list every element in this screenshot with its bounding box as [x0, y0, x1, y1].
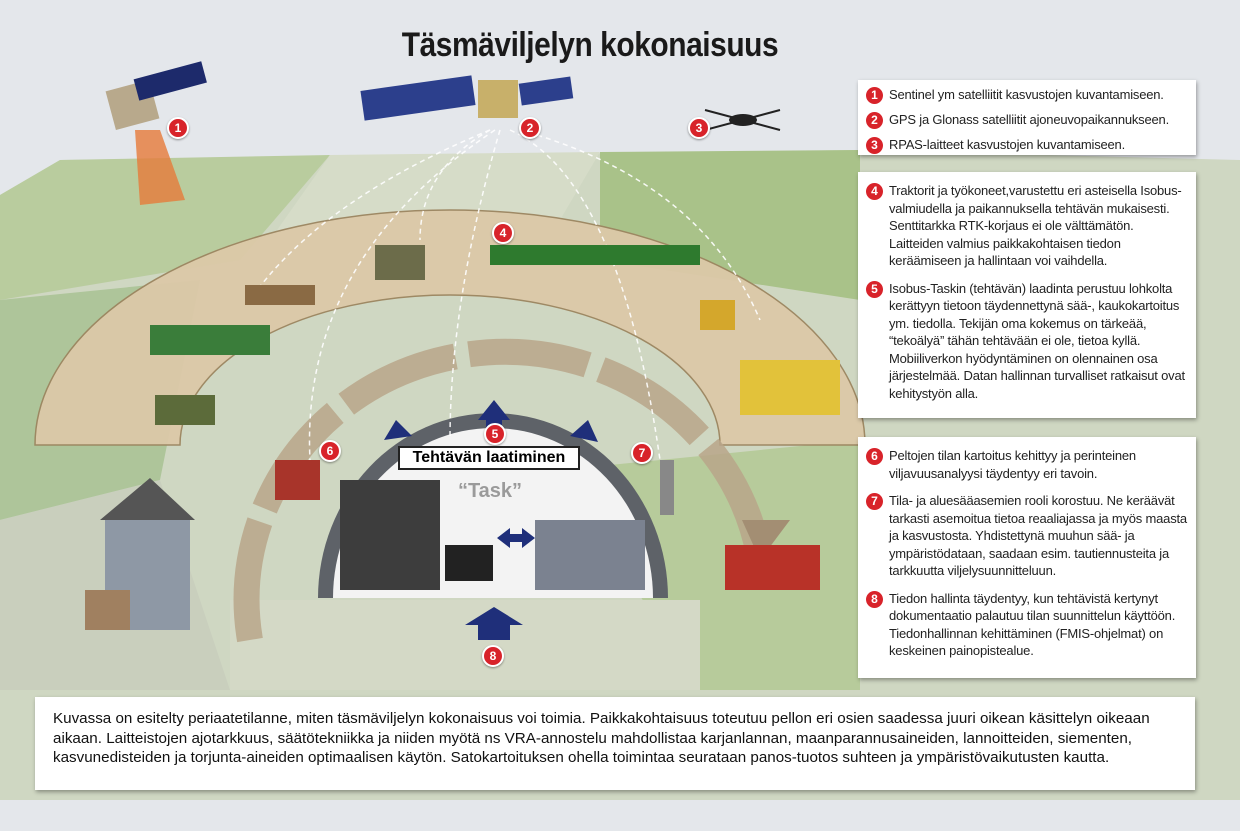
number-badge: 8: [866, 590, 883, 608]
field: [230, 600, 700, 690]
legend-text: Tila- ja aluesääasemien rooli korostuu. …: [889, 493, 1187, 578]
tractor-plough-image: [150, 325, 270, 355]
legend-text: Isobus-Taskin (tehtävän) laadinta perust…: [889, 280, 1185, 401]
marker-1: 1: [167, 117, 189, 139]
legend-item: 4 Traktorit ja työkoneet,varustettu eri a…: [866, 182, 1188, 270]
laptop-image: [445, 545, 493, 581]
arrows: [384, 400, 598, 640]
weather-station-image: [660, 460, 674, 515]
legend-item: 3 RPAS-laitteet kasvustojen kuvantamiseen…: [866, 136, 1188, 154]
sprayer-image: [490, 245, 700, 265]
terminal-image: [535, 520, 645, 590]
atv-image: [275, 460, 320, 500]
combine-image: [740, 360, 840, 415]
cycle-arrowhead: [742, 520, 790, 560]
legend-item: 6 Peltojen tilan kartoitus kehittyy ja pe…: [866, 447, 1188, 482]
arrow-up-icon: [570, 420, 598, 442]
legend-text: Sentinel ym satelliitit kasvustojen kuva…: [889, 87, 1164, 102]
marker-5: 5: [484, 423, 506, 445]
signal-lines: [249, 129, 761, 461]
legend-box-top: 1 Sentinel ym satelliitit kasvustojen kuv…: [858, 80, 1196, 155]
spreader-image: [700, 300, 735, 330]
number-badge: 3: [866, 137, 883, 154]
double-arrow-icon: [497, 528, 535, 548]
legend-item: 1 Sentinel ym satelliitit kasvustojen kuv…: [866, 86, 1188, 104]
sentinel-satellite-icon: [105, 61, 207, 205]
marker-2: 2: [519, 117, 541, 139]
machinery-arch: [34, 209, 866, 446]
arrow-up-icon: [465, 607, 523, 640]
legend-box-bottom: 6 Peltojen tilan kartoitus kehittyy ja pe…: [858, 437, 1196, 678]
arrow-up-icon: [384, 420, 412, 440]
legend-text: Peltojen tilan kartoitus kehittyy ja per…: [889, 448, 1136, 481]
task-text: “Task”: [457, 480, 523, 502]
legend-item: 7 Tila- ja aluesääasemien rooli korostuu.…: [866, 492, 1188, 580]
page-title: Täsmäviljelyn kokonaisuus: [401, 26, 779, 64]
gps-satellite-icon: [360, 75, 574, 121]
number-badge: 5: [866, 280, 883, 298]
legend-text: GPS ja Glonass satelliitit ajoneuvopaika…: [889, 112, 1169, 127]
tractor-trailer-image: [725, 545, 820, 590]
arrow-up-icon: [478, 400, 510, 432]
drone-icon: [704, 109, 781, 131]
seeder-image: [245, 285, 315, 305]
number-badge: 4: [866, 183, 883, 200]
task-label: Tehtävän laatiminen: [398, 446, 580, 470]
marker-7: 7: [631, 442, 653, 464]
field: [0, 155, 330, 300]
slurry-image: [155, 395, 215, 425]
farm-building-image: [85, 478, 195, 630]
legend-box-middle: 4 Traktorit ja työkoneet,varustettu eri a…: [858, 172, 1196, 418]
drill-image: [375, 245, 425, 280]
cycle-ring: [233, 338, 773, 643]
operator-image: [340, 480, 440, 590]
marker-3: 3: [688, 117, 710, 139]
legend-text: RPAS-laitteet kasvustojen kuvantamiseen.: [889, 137, 1125, 152]
number-badge: 6: [866, 448, 883, 465]
marker-4: 4: [492, 222, 514, 244]
legend-item: 2 GPS ja Glonass satelliitit ajoneuvopaik…: [866, 111, 1188, 129]
legend-text: Traktorit ja työkoneet,varustettu eri as…: [889, 183, 1182, 268]
caption: Kuvassa on esitelty periaatetilanne, mit…: [35, 697, 1195, 790]
legend-text: Tiedon hallinta täydentyy, kun tehtävist…: [889, 590, 1176, 659]
number-badge: 2: [866, 112, 883, 129]
legend-item: 5 Isobus-Taskin (tehtävän) laadinta perus…: [866, 280, 1188, 403]
legend-item: 8 Tiedon hallinta täydentyy, kun tehtävis…: [866, 590, 1188, 660]
marker-6: 6: [319, 440, 341, 462]
number-badge: 7: [866, 493, 883, 510]
number-badge: 1: [866, 87, 883, 104]
marker-8: 8: [482, 645, 504, 667]
